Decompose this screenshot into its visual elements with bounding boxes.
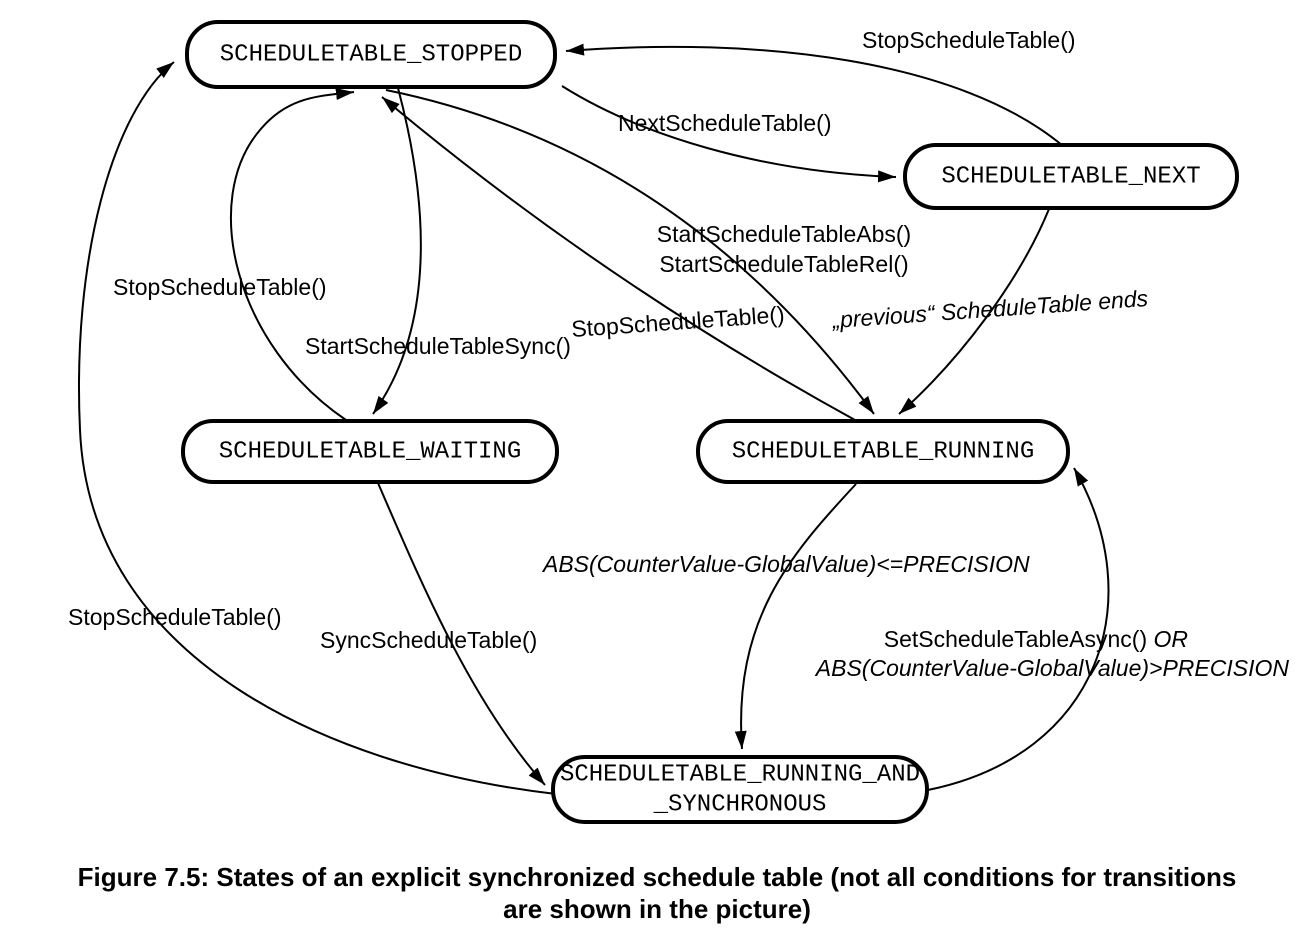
state-scheduletable-next: SCHEDULETABLE_NEXT bbox=[903, 143, 1239, 210]
state-box bbox=[551, 755, 929, 824]
transition-label-waiting-to-stopped: StopScheduleTable() bbox=[113, 274, 327, 300]
state-label: SCHEDULETABLE_RUNNING bbox=[732, 439, 1034, 466]
transition-label-sync-to-running-or: OR bbox=[1147, 626, 1188, 652]
state-label-line2: _SYNCHRONOUS bbox=[653, 792, 827, 819]
state-scheduletable-stopped: SCHEDULETABLE_STOPPED bbox=[185, 20, 557, 89]
transition-label-stopped-to-running-line1: StartScheduleTableAbs() bbox=[657, 221, 911, 247]
state-box bbox=[696, 419, 1070, 484]
transition-label-running-to-sync: ABS(CounterValue-GlobalValue)<=PRECISION bbox=[541, 551, 1030, 577]
figure-caption-line1: Figure 7.5: States of an explicit synchr… bbox=[78, 862, 1237, 892]
transition-stopped-to-running-arrow bbox=[385, 89, 875, 415]
transition-label-sync-to-stopped: StopScheduleTable() bbox=[68, 604, 282, 630]
state-box bbox=[181, 419, 559, 484]
state-scheduletable-waiting: SCHEDULETABLE_WAITING bbox=[181, 419, 559, 484]
transition-stopped-to-waiting-arrow bbox=[372, 87, 422, 415]
transition-label-stopped-to-running-line2: StartScheduleTableRel() bbox=[659, 251, 908, 277]
transition-label-sync-to-running-line2: ABS(CounterValue-GlobalValue)>PRECISION bbox=[814, 655, 1290, 681]
transition-waiting-to-sync-arrow bbox=[377, 482, 546, 786]
transition-label-next-to-stopped: StopScheduleTable() bbox=[862, 27, 1076, 53]
transition-stopped-to-next-arrow bbox=[561, 85, 897, 183]
transition-label-running-to-stopped: StopScheduleTable() bbox=[571, 301, 786, 342]
state-scheduletable-running: SCHEDULETABLE_RUNNING bbox=[696, 419, 1070, 484]
transition-label-waiting-to-sync: SyncScheduleTable() bbox=[320, 627, 537, 653]
state-box bbox=[185, 20, 557, 89]
transition-next-to-stopped-arrow bbox=[565, 43, 1064, 147]
transition-waiting-to-stopped-arrow bbox=[230, 88, 355, 421]
state-label: SCHEDULETABLE_WAITING bbox=[219, 439, 521, 466]
figure-caption-line2: are shown in the picture) bbox=[503, 894, 811, 924]
transition-running-to-sync-arrow bbox=[734, 483, 857, 750]
state-box bbox=[903, 143, 1239, 210]
transition-label-sync-to-running-line1: SetScheduleTableAsync() OR bbox=[884, 626, 1188, 652]
state-label: SCHEDULETABLE_NEXT bbox=[941, 164, 1200, 191]
transition-next-to-running-arrow bbox=[898, 208, 1050, 415]
transition-label-next-to-running: „previous“ ScheduleTable ends bbox=[831, 285, 1150, 333]
state-scheduletable-running-and-synchronous: SCHEDULETABLE_RUNNING_AND _SYNCHRONOUS bbox=[551, 755, 929, 824]
state-label-line1: SCHEDULETABLE_RUNNING_AND bbox=[560, 762, 920, 789]
transition-running-to-stopped-arrow bbox=[381, 96, 856, 421]
transition-label-stopped-to-next: NextScheduleTable() bbox=[618, 110, 832, 136]
transition-sync-to-running-arrow bbox=[927, 467, 1110, 791]
transition-label-stopped-to-waiting: StartScheduleTableSync() bbox=[305, 333, 571, 359]
transition-label-sync-to-running-call: SetScheduleTableAsync() bbox=[884, 626, 1147, 652]
transition-sync-to-stopped-arrow bbox=[77, 61, 557, 795]
state-label: SCHEDULETABLE_STOPPED bbox=[220, 42, 522, 69]
